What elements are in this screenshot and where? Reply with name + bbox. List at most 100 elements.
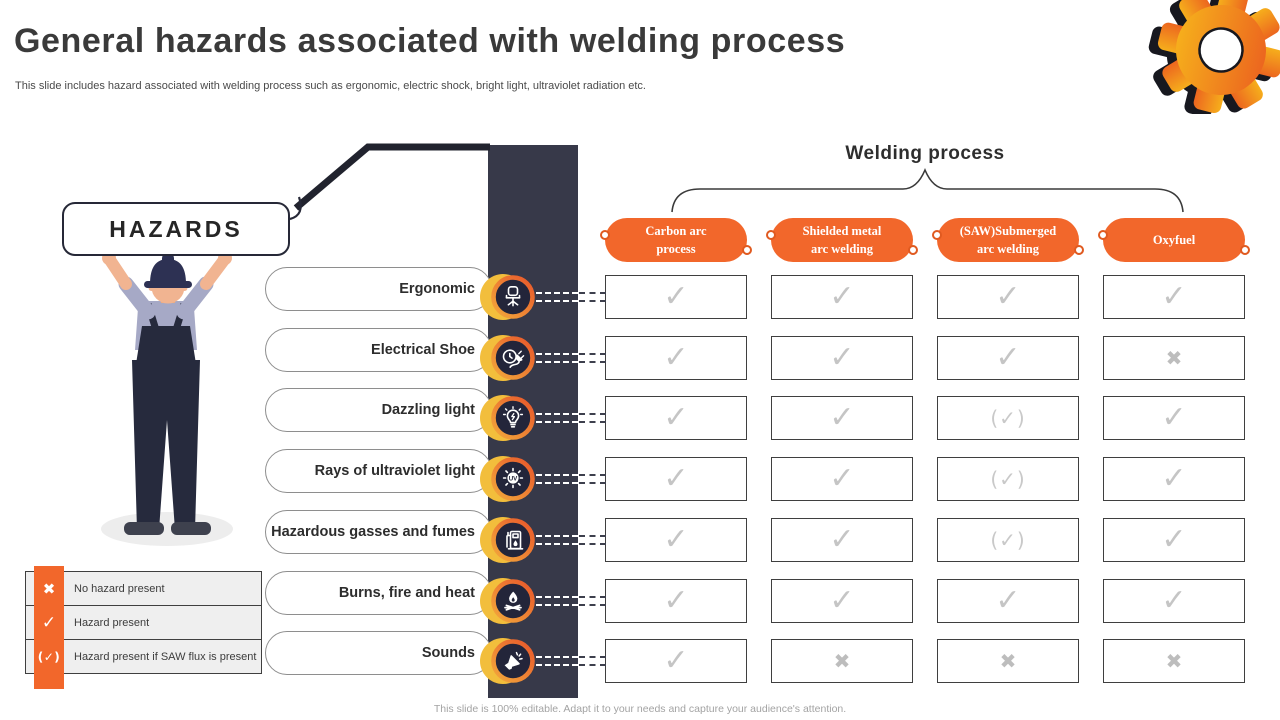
- table-cell: ✓: [771, 396, 913, 440]
- connector-dash: [536, 300, 578, 302]
- table-cell: ✓: [605, 336, 747, 380]
- chair-icon-badge: [487, 271, 539, 328]
- connector-dash: [579, 421, 606, 423]
- mark-paren-check: (✓): [990, 528, 1026, 552]
- table-cell: ✓: [771, 579, 913, 623]
- page-subtitle: This slide includes hazard associated wi…: [15, 80, 646, 92]
- connector-dash: [579, 596, 606, 598]
- column-header-line: Oxyfuel: [1152, 232, 1196, 247]
- connector-dash: [536, 474, 578, 476]
- connector-dash: [536, 353, 578, 355]
- megaphone-icon-badge: [487, 635, 539, 692]
- hazard-label: Dazzling light: [381, 402, 475, 418]
- header-dot: [600, 230, 610, 240]
- table-cell: ✓: [771, 275, 913, 319]
- header-dot: [932, 230, 942, 240]
- mark-cross: ✖: [833, 649, 851, 673]
- uv-icon-badge: UV: [487, 453, 539, 510]
- mark-check: ✓: [663, 279, 689, 314]
- table-cell: ✓: [1103, 396, 1245, 440]
- worker-forearm: [200, 254, 230, 290]
- connector-dash: [579, 361, 606, 363]
- hazard-label: Sounds: [421, 645, 475, 661]
- uv-icon: UV: [502, 467, 524, 489]
- table-cell: ✓: [937, 275, 1079, 319]
- welding-process-title: Welding process: [845, 143, 1005, 164]
- legend-row: No hazard present: [25, 571, 262, 606]
- mark-check: ✓: [829, 340, 855, 375]
- mark-check: ✓: [829, 583, 855, 618]
- table-cell: ✓: [605, 275, 747, 319]
- worker-shadow: [101, 512, 233, 546]
- header-dot: [1074, 245, 1084, 255]
- mark-paren-check: (✓): [990, 406, 1026, 430]
- mark-check: ✓: [829, 461, 855, 496]
- table-cell: ✖: [1103, 336, 1245, 380]
- connector-dash: [536, 596, 578, 598]
- chair-icon: [505, 285, 521, 307]
- table-cell: ✓: [937, 336, 1079, 380]
- table-cell: ✓: [771, 457, 913, 501]
- header-dot: [742, 245, 752, 255]
- table-cell: ✖: [771, 639, 913, 683]
- connector-dash: [579, 543, 606, 545]
- connector-dash: [579, 300, 606, 302]
- table-cell: ✓: [605, 639, 747, 683]
- mark-check: ✓: [995, 340, 1021, 375]
- hazard-label: Burns, fire and heat: [338, 585, 475, 601]
- plug-icon: [502, 349, 525, 368]
- sign-corner-swoosh: [289, 196, 302, 221]
- worker-hardhat: [150, 259, 186, 284]
- column-header-line: Carbon arc: [645, 223, 707, 238]
- table-cell: ✓: [1103, 518, 1245, 562]
- header-dot: [766, 230, 776, 240]
- mark-check: ✓: [995, 279, 1021, 314]
- column-header: Oxyfuel: [1103, 218, 1245, 262]
- worker-forearm: [104, 254, 132, 290]
- table-cell: ✓: [605, 457, 747, 501]
- mark-check: ✓: [663, 461, 689, 496]
- column-header-line: arc welding: [977, 242, 1039, 256]
- worker-illustration: [101, 251, 233, 546]
- mark-cross: ✖: [1165, 346, 1183, 370]
- connector-dash: [536, 413, 578, 415]
- connector-dash: [579, 535, 606, 537]
- header-dot: [908, 245, 918, 255]
- mark-check: ✓: [1161, 461, 1187, 496]
- mark-check: ✓: [1161, 279, 1187, 314]
- column-header-line: (SAW)Submerged: [959, 223, 1057, 238]
- table-cell: ✖: [1103, 639, 1245, 683]
- connector-dash: [579, 353, 606, 355]
- connector-dash: [579, 482, 606, 484]
- table-cell: (✓): [937, 518, 1079, 562]
- sign-connector-line: [293, 143, 490, 211]
- legend-row: Hazard present if SAW flux is present: [25, 639, 262, 674]
- connector-dash: [536, 535, 578, 537]
- connector-dash: [579, 413, 606, 415]
- connector-dash: [579, 664, 606, 666]
- gear-icon: [1145, 0, 1280, 114]
- connector-dash: [536, 543, 578, 545]
- mark-cross: ✖: [999, 649, 1017, 673]
- column-header-line: arc welding: [811, 242, 873, 256]
- table-cell: (✓): [937, 457, 1079, 501]
- header-dot: [1240, 245, 1250, 255]
- table-cell: ✓: [771, 518, 913, 562]
- legend-row: Hazard present: [25, 605, 262, 640]
- fire-icon: [504, 591, 522, 611]
- column-header-line: process: [656, 242, 696, 256]
- table-cell: ✓: [1103, 579, 1245, 623]
- mark-check: ✓: [1161, 400, 1187, 435]
- table-cell: ✓: [771, 336, 913, 380]
- table-cell: ✓: [605, 396, 747, 440]
- footer-note: This slide is 100% editable. Adapt it to…: [433, 703, 847, 715]
- hazard-label: Electrical Shoe: [371, 342, 475, 358]
- legend-label: Hazard present if SAW flux is present: [74, 650, 257, 663]
- mark-check: ✓: [829, 400, 855, 435]
- table-cell: (✓): [937, 396, 1079, 440]
- mark-check: ✓: [663, 340, 689, 375]
- connector-dash: [579, 474, 606, 476]
- legend-label: No hazard present: [74, 582, 165, 595]
